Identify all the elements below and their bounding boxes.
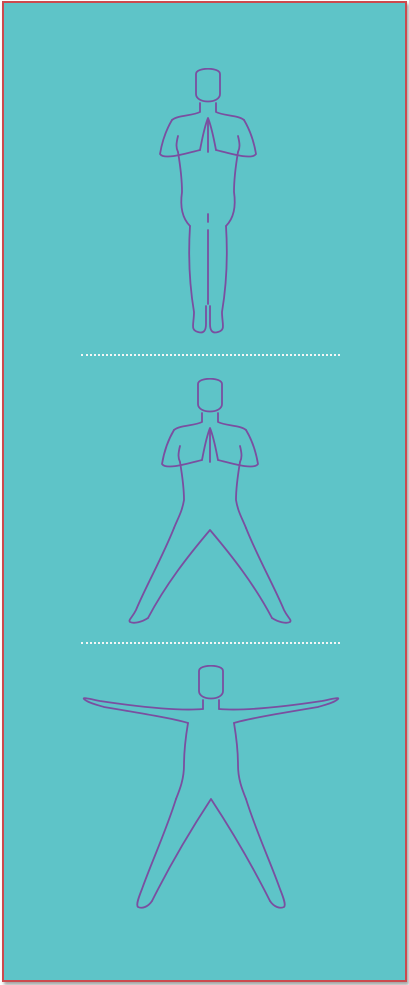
pose-divider: [81, 354, 340, 356]
wide-leg-figure-icon: [122, 378, 298, 628]
standing-figure-icon: [154, 68, 264, 338]
star-figure-icon: [80, 665, 342, 915]
pose-divider: [81, 642, 340, 644]
